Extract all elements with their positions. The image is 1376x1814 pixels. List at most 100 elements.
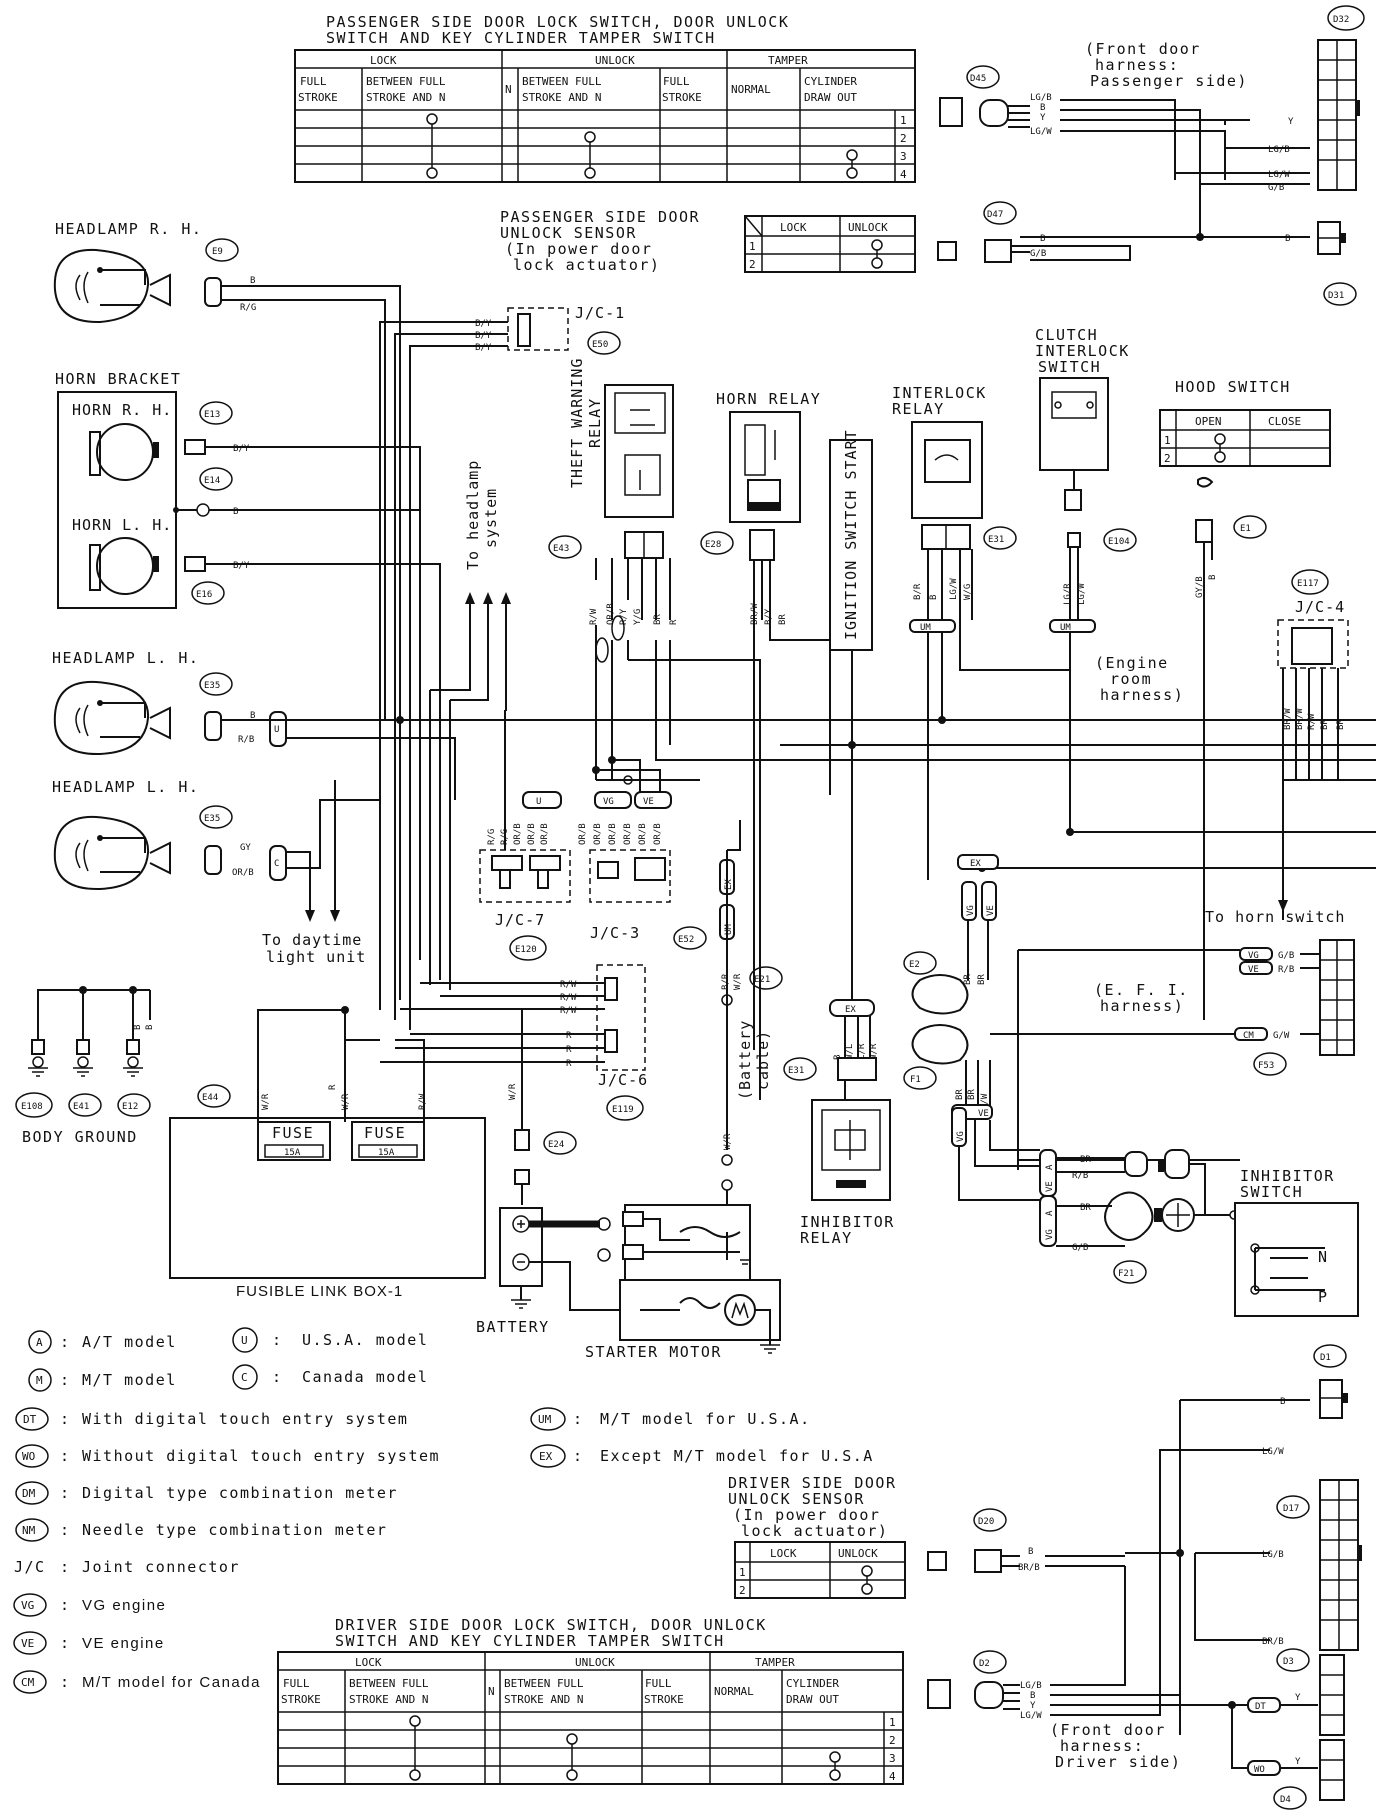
svg-text:UM: UM	[724, 924, 734, 935]
svg-text:U: U	[241, 1334, 248, 1347]
svg-text:G/B: G/B	[1278, 951, 1294, 961]
svg-text:4: 4	[889, 1770, 896, 1783]
svg-text:P: P	[1318, 1288, 1328, 1306]
svg-text:OR/B: OR/B	[623, 823, 633, 845]
svg-text::: :	[573, 1447, 584, 1465]
svg-text:B: B	[145, 1025, 155, 1030]
svg-text:STROKE AND N: STROKE AND N	[522, 91, 601, 104]
svg-text:2: 2	[889, 1734, 896, 1747]
svg-text:F1: F1	[910, 1075, 921, 1085]
svg-text:E1: E1	[1240, 524, 1251, 534]
d32-connector: D32	[1317, 5, 1365, 191]
svg-text:HORN R. H.: HORN R. H.	[72, 401, 172, 419]
legend-item-u: U : U.S.A. model	[232, 1327, 427, 1353]
svg-text:LG/B: LG/B	[1268, 145, 1290, 155]
svg-text:VE: VE	[986, 905, 996, 916]
svg-text:LG/W: LG/W	[1262, 1447, 1284, 1457]
svg-text:VG: VG	[21, 1599, 34, 1612]
battery-cable: EX UM B/R W/R E21 (Battery cable) W/R	[719, 820, 783, 1230]
svg-text:harness): harness)	[1100, 686, 1184, 704]
svg-text:VE: VE	[1248, 965, 1259, 975]
svg-text:GY: GY	[240, 843, 251, 853]
legend-item-dm: DM : Digital type combination meter	[15, 1481, 396, 1505]
fuse-label-2: FUSE	[364, 1124, 406, 1142]
svg-text:D1: D1	[1320, 1353, 1331, 1363]
svg-text:F53: F53	[1258, 1061, 1274, 1071]
svg-text:2: 2	[900, 132, 907, 145]
svg-text:E24: E24	[548, 1140, 564, 1150]
passenger-table-title-1: PASSENGER SIDE DOOR LOCK SWITCH, DOOR UN…	[326, 13, 789, 31]
svg-text:B/Y: B/Y	[233, 561, 250, 571]
fusible-link-box: E44 FUSE FUSE 15A 15A W/R R W/R R/W FUSI…	[169, 1006, 486, 1300]
inhibitor-switch-area: A VE VG VE A VG A BR R/B BR G/B F21 INHI…	[951, 1104, 1359, 1317]
legend-item-nm: NM : Needle type combination meter	[15, 1518, 386, 1542]
svg-text:3: 3	[900, 150, 907, 163]
clutch-interlock-switch: CLUTCH INTERLOCK SWITCH E104 LG/R LG/W U…	[1035, 326, 1137, 836]
svg-text:BR/B: BR/B	[1018, 1563, 1040, 1573]
svg-text:LOCK: LOCK	[770, 1547, 797, 1560]
svg-text:W/R: W/R	[723, 1133, 733, 1150]
svg-text:OR/B: OR/B	[232, 868, 254, 878]
svg-text:LG/W: LG/W	[1020, 1711, 1042, 1721]
svg-text:NM: NM	[22, 1524, 36, 1537]
svg-text:1: 1	[739, 1566, 746, 1579]
svg-text:BR/W: BR/W	[750, 603, 760, 625]
svg-text:VE: VE	[643, 797, 654, 807]
svg-text:EX: EX	[724, 879, 734, 890]
svg-text:DM: DM	[22, 1487, 36, 1500]
svg-text:C: C	[241, 1371, 248, 1384]
svg-text:HEADLAMP R. H.: HEADLAMP R. H.	[55, 220, 202, 238]
svg-text:Canada model: Canada model	[302, 1368, 428, 1386]
svg-text:E31: E31	[788, 1066, 804, 1076]
svg-text:UNLOCK SENSOR: UNLOCK SENSOR	[500, 224, 637, 242]
svg-text:CM: CM	[1243, 1031, 1254, 1041]
svg-text:DRAW OUT: DRAW OUT	[786, 1693, 839, 1706]
svg-text:GY/B: GY/B	[1195, 576, 1205, 598]
svg-text:B: B	[250, 276, 255, 286]
engine-room-harness-label: (Engine room harness)	[1095, 654, 1184, 704]
svg-text:PASSENGER SIDE DOOR: PASSENGER SIDE DOOR	[500, 208, 700, 226]
svg-text:J/C: J/C	[14, 1558, 46, 1576]
svg-text:Y: Y	[1295, 1693, 1301, 1703]
svg-text::: :	[60, 1521, 71, 1539]
svg-text:NORMAL: NORMAL	[714, 1685, 754, 1698]
svg-text:B: B	[233, 507, 238, 517]
svg-text:STROKE: STROKE	[298, 91, 338, 104]
svg-text:LG/B: LG/B	[1030, 93, 1052, 103]
svg-text:STROKE: STROKE	[662, 91, 702, 104]
svg-text:INHIBITOR: INHIBITOR	[800, 1213, 895, 1231]
svg-text:room: room	[1110, 670, 1152, 688]
svg-text:STROKE: STROKE	[281, 1693, 321, 1706]
svg-text:VG engine: VG engine	[82, 1597, 166, 1614]
svg-text:U: U	[536, 797, 541, 807]
svg-text:harness:: harness:	[1060, 1737, 1144, 1755]
svg-text:WO: WO	[1254, 1765, 1265, 1775]
svg-text:C: C	[274, 859, 279, 869]
svg-text:BR: BR	[1320, 719, 1330, 730]
svg-text:BR/W: BR/W	[1295, 708, 1305, 730]
svg-text:R: R	[566, 1045, 572, 1055]
svg-text:LOCK: LOCK	[780, 221, 807, 234]
svg-text:BETWEEN FULL: BETWEEN FULL	[366, 75, 446, 88]
svg-text:VG: VG	[956, 1131, 966, 1142]
svg-text:A: A	[36, 1336, 43, 1349]
interlock-relay: INTERLOCK RELAY E31 B/R B LG/W W/G UM	[892, 384, 1070, 880]
svg-text:BETWEEN FULL: BETWEEN FULL	[349, 1677, 429, 1690]
svg-text:BR: BR	[977, 974, 987, 985]
starter-motor: STARTER MOTOR	[585, 1204, 781, 1361]
svg-text:W/R: W/R	[261, 1093, 271, 1110]
svg-text:OR/B: OR/B	[638, 823, 648, 845]
svg-text:BR: BR	[1080, 1155, 1091, 1165]
svg-text:1: 1	[889, 1716, 896, 1729]
svg-text:E14: E14	[204, 476, 220, 486]
svg-text:B/R: B/R	[913, 583, 923, 600]
svg-text::: :	[60, 1596, 71, 1614]
svg-text:Passenger side): Passenger side)	[1090, 72, 1248, 90]
svg-text:DT: DT	[23, 1413, 37, 1426]
svg-text:Joint connector: Joint connector	[82, 1558, 240, 1576]
legend-item-um: UM : M/T model for U.S.A.	[530, 1407, 809, 1431]
svg-text:Y: Y	[1295, 1757, 1301, 1767]
svg-text:R: R	[669, 619, 679, 625]
svg-text:HORN L. H.: HORN L. H.	[72, 516, 172, 534]
legend-item-ve: VE : VE engine	[13, 1631, 163, 1655]
